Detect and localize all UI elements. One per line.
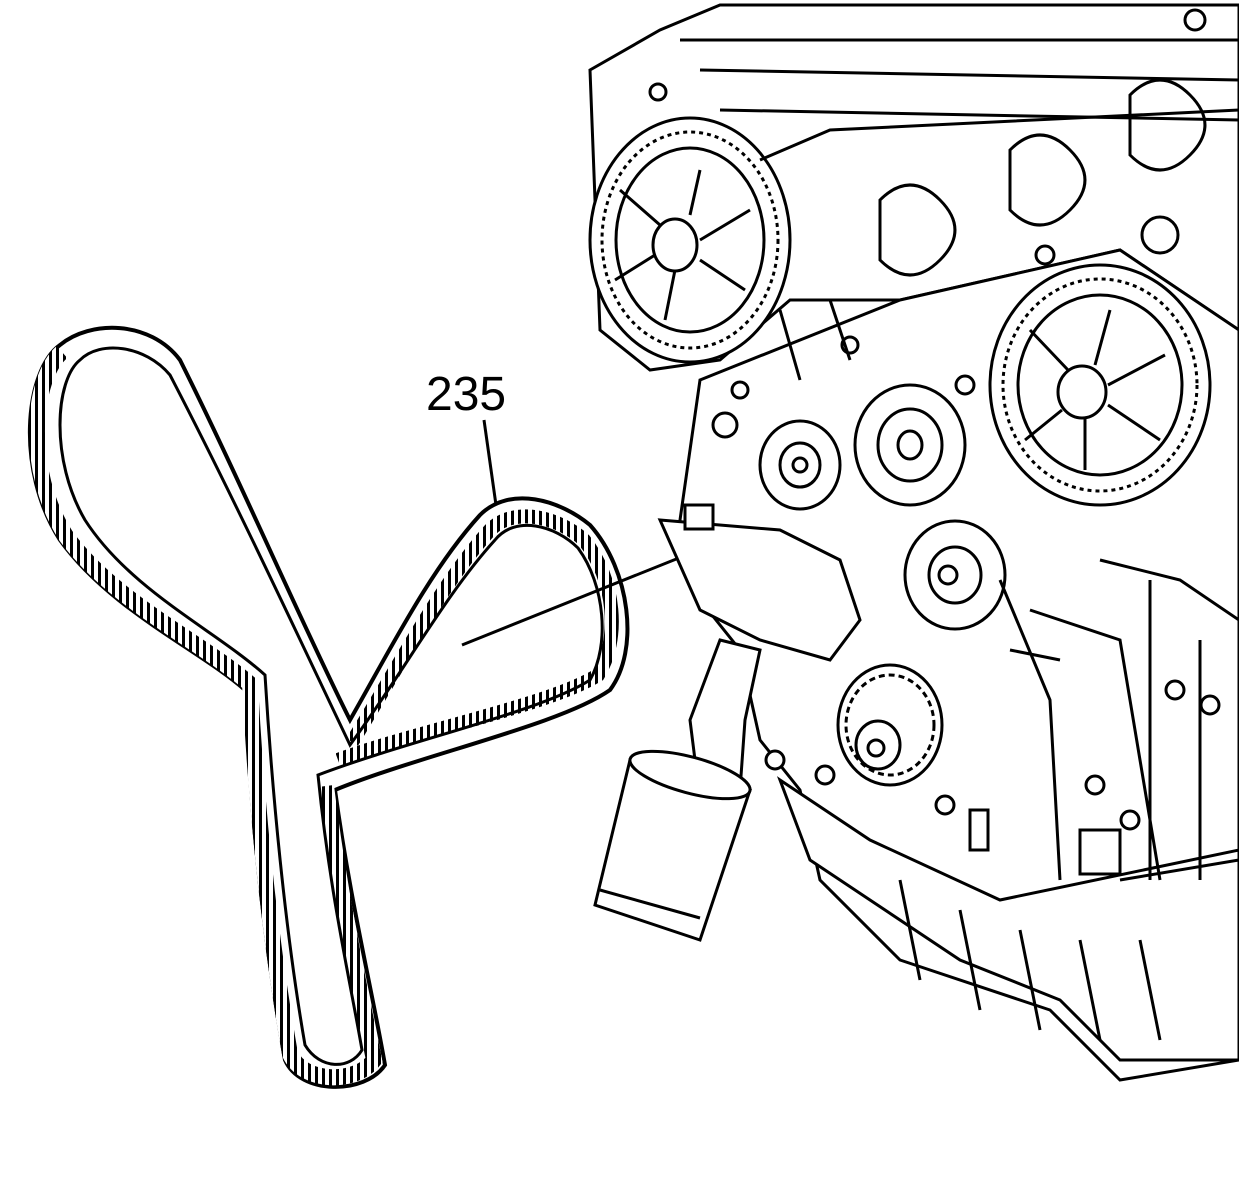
crankshaft-sprocket	[836, 663, 944, 787]
oil-pan-ribs	[898, 879, 1162, 1041]
engine-assembly	[588, 3, 1239, 1082]
oil-pan	[776, 776, 1239, 1062]
callout-235: 235	[426, 368, 506, 506]
head-bolt-bosses	[648, 8, 1207, 277]
timing-belt-teeth-inner	[335, 509, 619, 767]
timing-belt-teeth	[29, 345, 383, 1086]
callout-leader-line	[482, 419, 498, 506]
engine-block-details	[759, 108, 1239, 882]
oil-filter	[593, 749, 752, 942]
idler-pulley-lower	[903, 519, 1007, 631]
engine-bolts	[683, 244, 1221, 876]
tensioner-pulley	[853, 383, 967, 507]
timing-belt-inner-edge	[58, 346, 604, 1066]
front-cover-bracket	[657, 518, 862, 662]
timing-belt	[28, 325, 630, 1089]
callout-label: 235	[426, 368, 506, 421]
camshaft-sprocket-left	[588, 116, 792, 364]
cam-cover-ridge	[680, 38, 1239, 122]
camshaft-sprocket-right	[988, 263, 1212, 507]
idler-pulley-upper	[758, 419, 842, 511]
